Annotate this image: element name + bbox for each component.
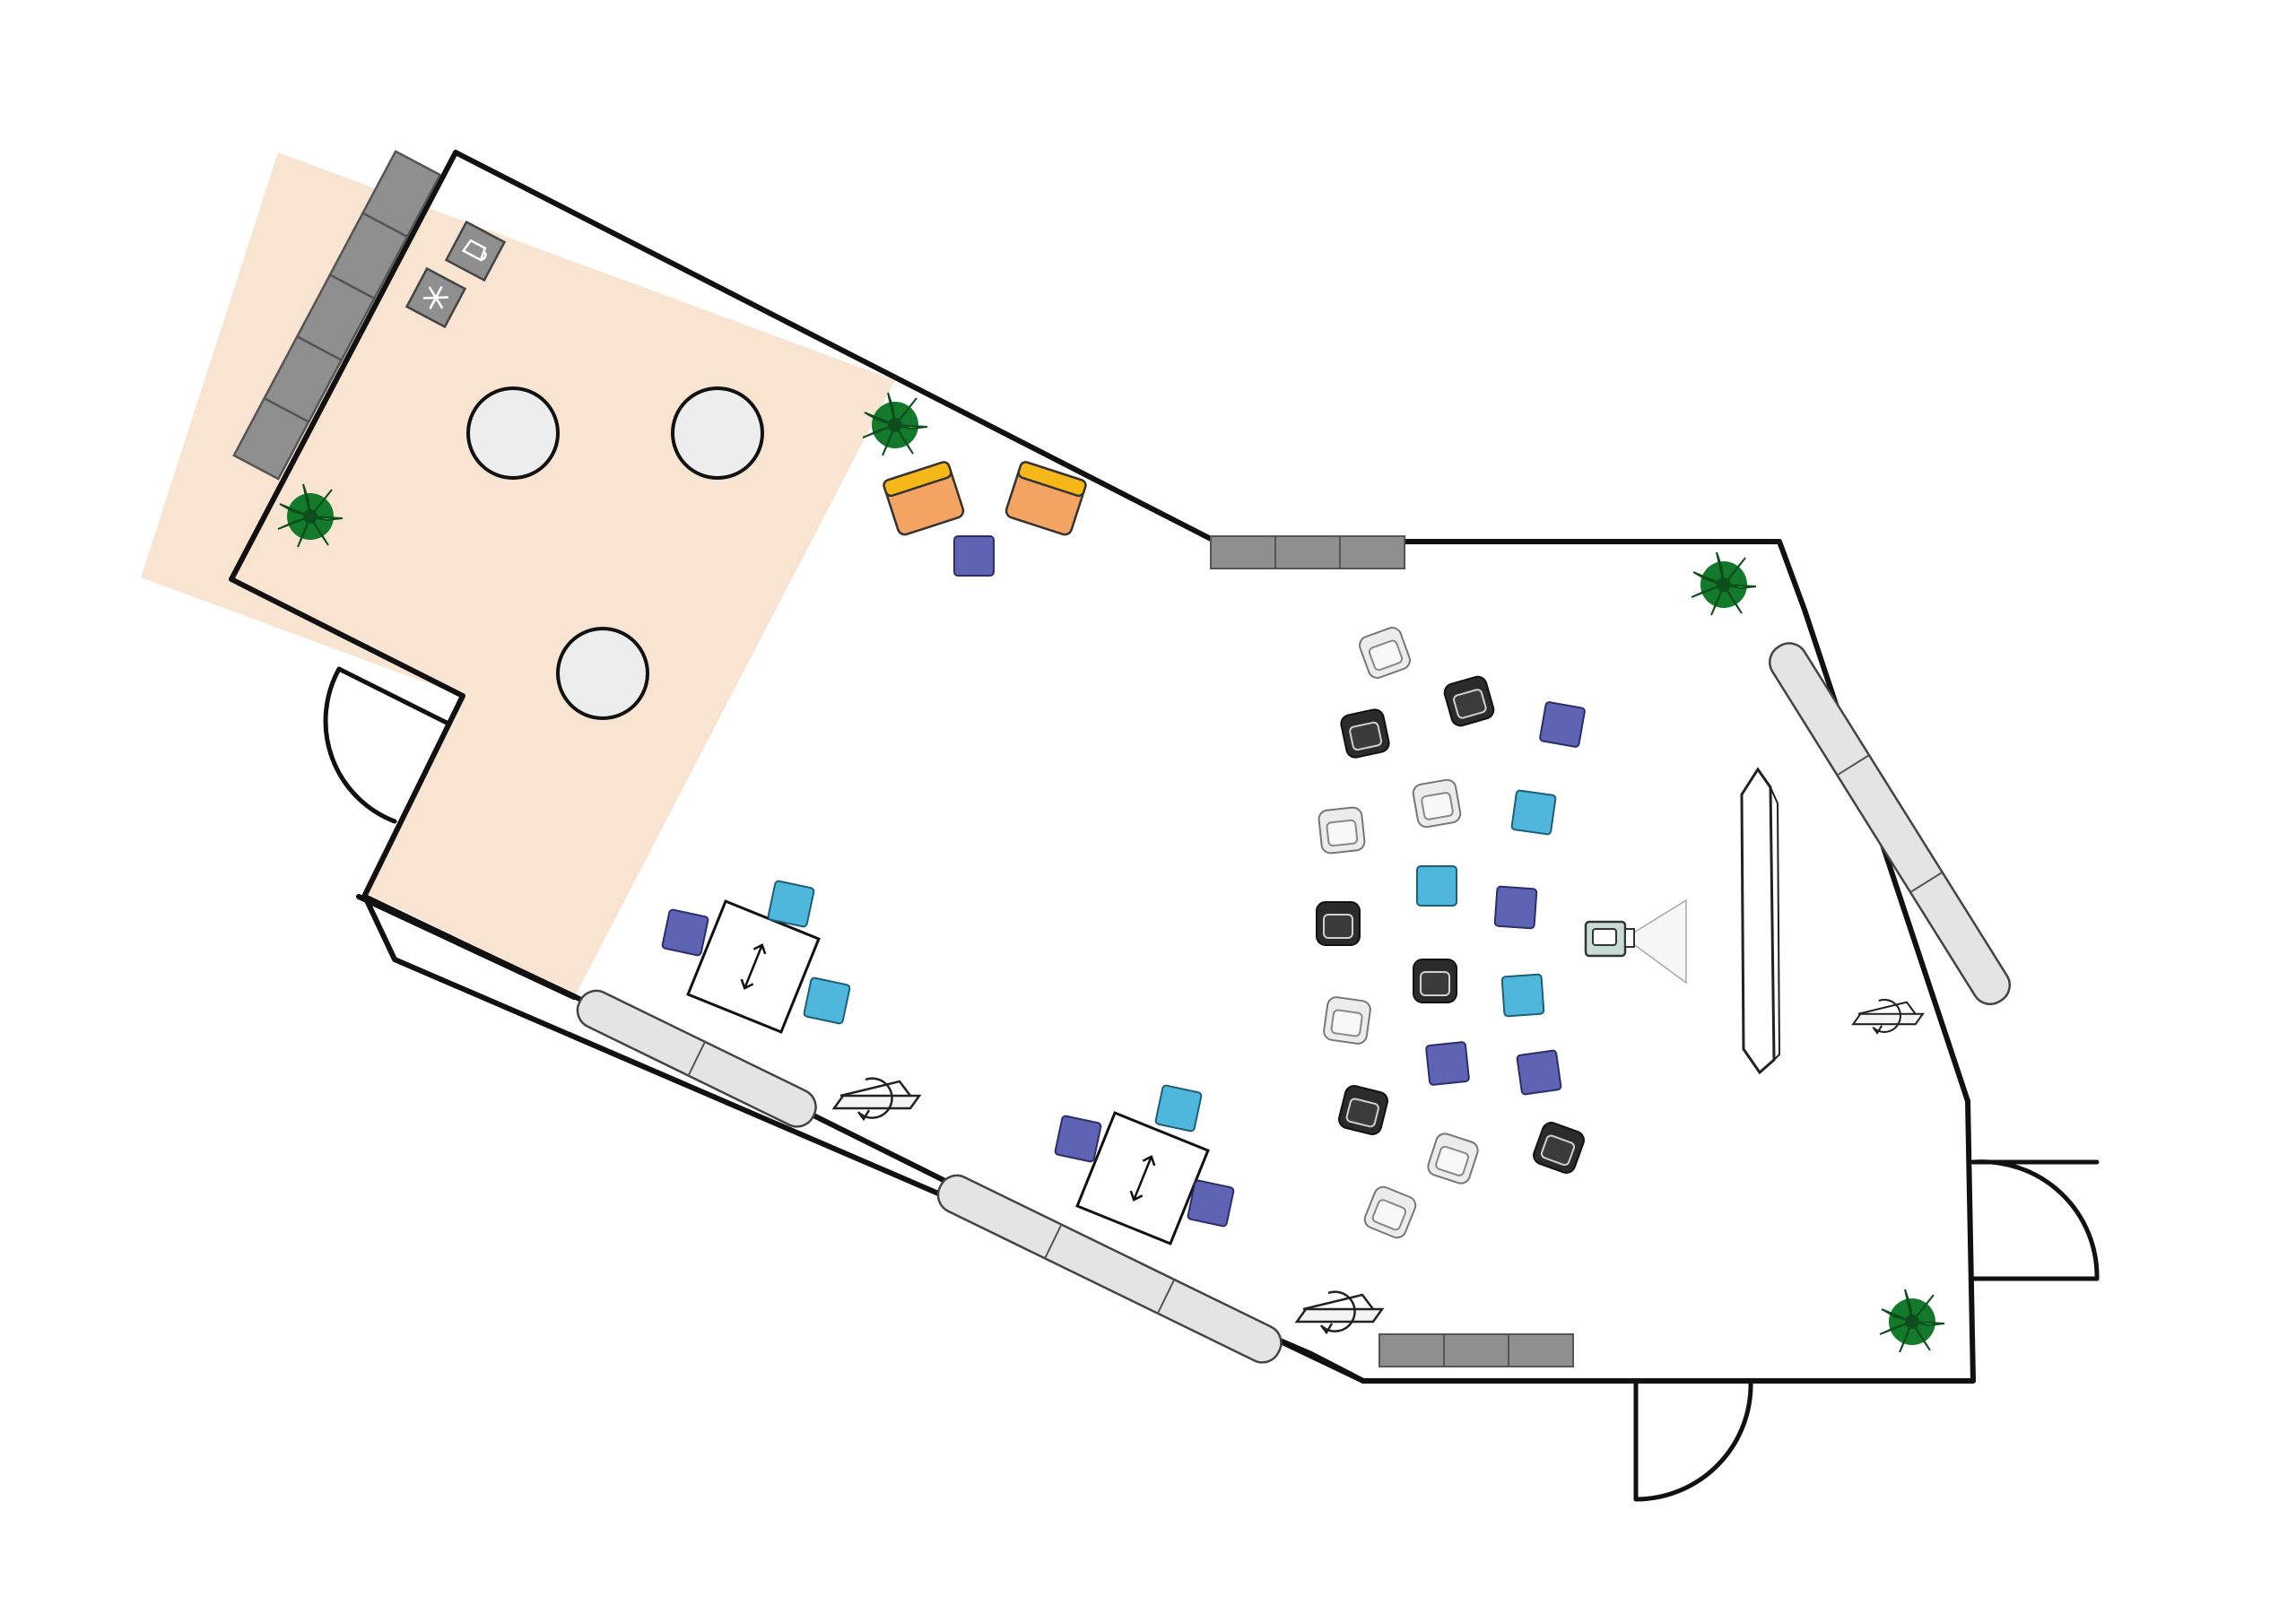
door-east [1970, 1159, 2100, 1281]
seat-cube [1510, 789, 1557, 836]
outer-wall-west [229, 150, 578, 1000]
door-west [323, 666, 449, 824]
door-south [1633, 1378, 1753, 1502]
rotate-arrows-icon [1851, 998, 1925, 1035]
armchair [883, 461, 965, 536]
armchair [1004, 461, 1087, 536]
seat-cube [1493, 885, 1538, 930]
seat-cube [1516, 1049, 1562, 1096]
projector-icon [1584, 898, 1687, 985]
chair [1321, 994, 1373, 1046]
chair [1316, 901, 1361, 946]
round-table [671, 386, 764, 480]
kitchen-counter [232, 150, 507, 481]
projection-screen [1740, 767, 1781, 1075]
chair [1530, 1119, 1587, 1176]
work-table [1075, 1111, 1210, 1245]
seat-cube [1053, 1114, 1103, 1164]
rotate-arrows-icon [832, 1077, 921, 1121]
round-table [466, 386, 560, 480]
seat-cube [1416, 865, 1457, 907]
coffee-machine-icon [444, 220, 507, 282]
chair [1411, 777, 1463, 829]
chair [1441, 673, 1497, 729]
seat-cube [1186, 1178, 1236, 1228]
chair [1338, 707, 1392, 760]
chair [1424, 1130, 1482, 1187]
whiteboard [936, 1174, 1283, 1364]
double-arrow-icon [740, 943, 767, 990]
seat-cube [1424, 1040, 1471, 1087]
lounge-floor [141, 152, 895, 994]
whiteboard [576, 989, 817, 1128]
chair [1335, 1082, 1391, 1138]
chair [1413, 959, 1457, 1003]
snowflake-icon [404, 266, 467, 329]
chair [1317, 805, 1367, 855]
round-table [556, 627, 649, 720]
seat-cube [1153, 1083, 1204, 1133]
presentation-seating [1316, 624, 1587, 1242]
wall-shelf [1378, 1333, 1574, 1367]
rotate-arrows-icon [1295, 1290, 1384, 1334]
plant-icon [1691, 551, 1757, 616]
plant-icon [1879, 1289, 1945, 1353]
wall-shelf [1210, 535, 1405, 569]
seat-cube [1538, 700, 1587, 749]
seat-cube [766, 879, 816, 929]
seat-cube [1500, 973, 1545, 1018]
chair [1361, 1183, 1420, 1242]
seat-cube [660, 907, 710, 958]
chair [1356, 624, 1413, 681]
pouf [953, 535, 995, 577]
seat-cube [802, 976, 852, 1026]
whiteboard [1769, 642, 2011, 1005]
double-arrow-icon [1129, 1155, 1156, 1202]
